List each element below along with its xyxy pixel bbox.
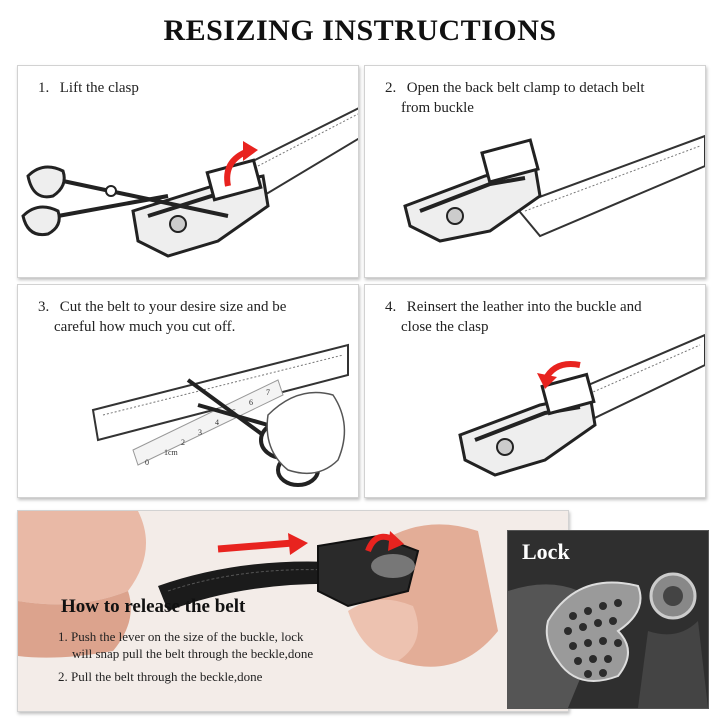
hand-icon xyxy=(266,391,346,475)
step-3-illustration: 0 1cm 2 3 4 5 6 7 xyxy=(91,343,349,487)
step-4-panel: 4. Reinsert the leather into the buckle … xyxy=(364,284,706,498)
step-1-number: 1. xyxy=(38,80,50,96)
step-4-label-line2: close the clasp xyxy=(401,319,489,335)
lock-inset: Lock xyxy=(507,530,709,709)
step-2-text: 2. Open the back belt clamp to detach be… xyxy=(385,78,685,118)
ruler-label-0: 0 xyxy=(145,458,149,467)
buckle-icon xyxy=(131,158,270,258)
ruler-icon: 0 1cm 2 3 4 5 6 7 xyxy=(132,379,284,467)
ruler-label-1: 1cm xyxy=(164,448,179,457)
step-4-illustration xyxy=(458,333,705,477)
step-2-illustration xyxy=(403,134,705,243)
release-photo-panel: How to release the belt 1. Push the leve… xyxy=(17,510,569,712)
step-4-text: 4. Reinsert the leather into the buckle … xyxy=(385,297,685,337)
step-3-number: 3. xyxy=(38,299,50,315)
step-1-panel: 1. Lift the clasp xyxy=(17,65,359,278)
step-1-text: 1. Lift the clasp xyxy=(38,78,338,98)
belt-strap xyxy=(91,343,349,442)
step-2-label: Open the back belt clamp to detach belt xyxy=(406,80,645,96)
step-4-number: 4. xyxy=(385,299,397,315)
buckle-icon xyxy=(403,138,542,243)
lock-label: Lock xyxy=(522,539,570,564)
step-3-label-line2: careful how much you cut off. xyxy=(54,319,236,335)
step-2-number: 2. xyxy=(385,80,397,96)
release-step-1-line2: will snap pull the belt through the beck… xyxy=(72,646,314,661)
red-arrow-icon xyxy=(217,531,404,555)
release-step-1-line1: 1. Push the lever on the size of the buc… xyxy=(58,629,304,644)
step-4-label: Reinsert the leather into the buckle and xyxy=(406,299,642,315)
buckle-icon xyxy=(458,372,597,477)
ruler-label-2: 2 xyxy=(181,438,185,447)
step-1-illustration xyxy=(21,107,358,258)
ruler-label-6: 6 xyxy=(249,398,253,407)
scissors-icon xyxy=(21,165,229,237)
step-3-label: Cut the belt to your desire size and be xyxy=(59,299,287,315)
release-title: How to release the belt xyxy=(61,596,246,617)
release-step-2: 2. Pull the belt through the beckle,done xyxy=(58,669,263,684)
step-2-panel: 2. Open the back belt clamp to detach be… xyxy=(364,65,706,278)
page-title: RESIZING INSTRUCTIONS xyxy=(163,14,557,47)
ruler-label-7: 7 xyxy=(266,388,270,397)
release-step-1: 1. Push the lever on the size of the buc… xyxy=(58,628,398,662)
release-photo xyxy=(18,511,498,667)
belt-strap xyxy=(513,134,705,238)
ruler-label-4: 4 xyxy=(215,418,219,427)
step-3-panel: 3. Cut the belt to your desire size and … xyxy=(17,284,359,498)
step-1-label: Lift the clasp xyxy=(59,80,139,96)
ruler-label-3: 3 xyxy=(198,428,202,437)
step-3-text: 3. Cut the belt to your desire size and … xyxy=(38,297,338,337)
lock-photo xyxy=(508,531,708,708)
step-2-label-line2: from buckle xyxy=(401,100,474,116)
